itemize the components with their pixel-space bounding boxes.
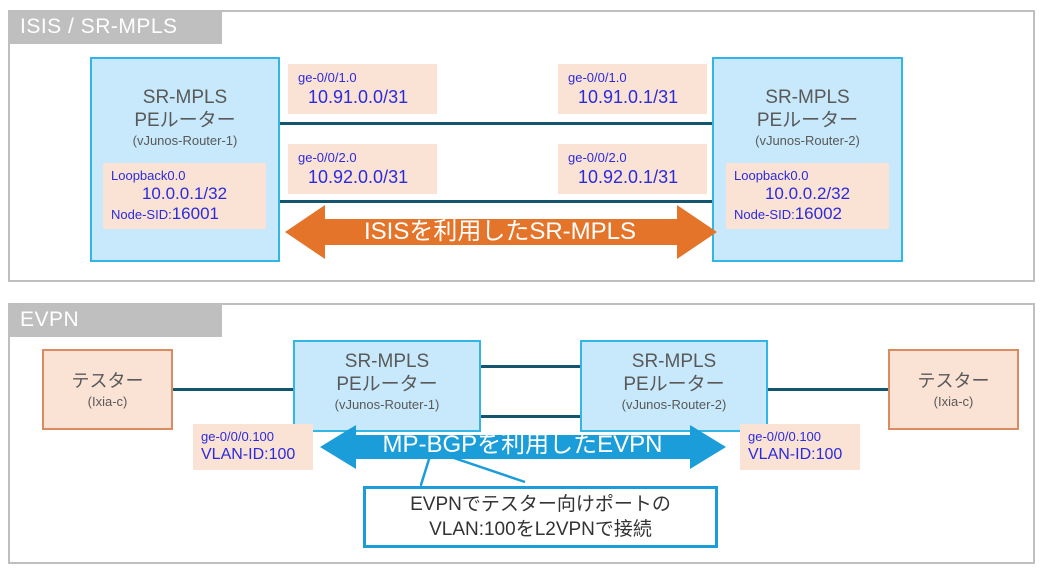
router-box-vjunos-router-1[interactable]: SR-MPLS PEルーター (vJunos-Router-1)	[90, 57, 280, 262]
link-evpn-core-upper	[479, 365, 582, 368]
loopback-1-ip: 10.0.0.1/32	[141, 184, 228, 203]
link-line-ge1	[278, 122, 714, 125]
interface-label-left-ge2: ge-0/0/2.0 10.92.0.0/31	[288, 144, 437, 194]
tester-box-right[interactable]: テスター (Ixia-c)	[888, 349, 1019, 430]
node-sid-2-label: Node-SID:	[734, 207, 795, 222]
interface-evpn-right-vlan: VLAN-ID:100	[748, 446, 843, 463]
loopback-info-router-2: Loopback0.0 10.0.0.2/32 Node-SID:16002	[726, 163, 889, 229]
interface-label-right-ge1: ge-0/0/1.0 10.91.0.1/31	[558, 64, 707, 114]
link-line-ge2	[278, 200, 714, 203]
tester-left-title: テスター	[71, 370, 144, 391]
interface-right-ge1-name: ge-0/0/1.0	[568, 70, 627, 85]
interface-label-evpn-right: ge-0/0/0.100 VLAN-ID:100	[740, 424, 860, 470]
router-2-hostname: (vJunos-Router-2)	[755, 133, 860, 148]
node-sid-1-label: Node-SID:	[111, 207, 172, 222]
interface-right-ge2-name: ge-0/0/2.0	[568, 150, 627, 165]
evpn-router-2-hostname: (vJunos-Router-2)	[621, 397, 727, 412]
router-1-hostname: (vJunos-Router-1)	[132, 133, 238, 148]
interface-label-left-ge1: ge-0/0/1.0 10.91.0.0/31	[288, 64, 437, 114]
interface-label-right-ge2: ge-0/0/2.0 10.92.0.1/31	[558, 144, 707, 194]
router-2-title: SR-MPLS	[765, 87, 850, 108]
evpn-router-1-subtitle: PEルーター	[336, 374, 438, 395]
link-evpn-core-lower	[479, 415, 582, 418]
evpn-router-1-hostname: (vJunos-Router-1)	[334, 397, 440, 412]
interface-right-ge2-ip: 10.92.0.1/31	[578, 167, 679, 187]
tester-right-model: (Ixia-c)	[933, 393, 974, 409]
panel-title-isis: ISIS / SR-MPLS	[8, 10, 222, 44]
interface-right-ge1-ip: 10.91.0.1/31	[578, 87, 679, 107]
evpn-router-1-title: SR-MPLS	[344, 351, 430, 372]
evpn-router-box-vjunos-router-1[interactable]: SR-MPLS PEルーター (vJunos-Router-1)	[293, 340, 481, 432]
callout-box-evpn-description: EVPNでテスター向けポートの VLAN:100をL2VPNで接続	[363, 486, 718, 548]
router-1-title: SR-MPLS	[142, 87, 228, 108]
isis-arrow-shape	[285, 205, 717, 259]
interface-evpn-left-vlan: VLAN-ID:100	[201, 446, 296, 463]
tester-right-title: テスター	[917, 370, 990, 391]
interface-left-ge2-name: ge-0/0/2.0	[298, 150, 357, 165]
evpn-router-2-title: SR-MPLS	[631, 351, 717, 372]
node-sid-1-value: 16001	[171, 204, 219, 223]
evpn-router-2-subtitle: PEルーター	[623, 374, 725, 395]
evpn-router-box-vjunos-router-2[interactable]: SR-MPLS PEルーター (vJunos-Router-2)	[580, 340, 768, 432]
router-2-subtitle: PEルーター	[756, 110, 859, 131]
callout-leader-shape	[418, 454, 526, 489]
tester-left-model: (Ixia-c)	[87, 393, 128, 409]
loopback-1-name: Loopback0.0	[111, 168, 186, 183]
tester-box-left[interactable]: テスター (Ixia-c)	[42, 349, 173, 430]
panel-title-evpn: EVPN	[8, 303, 222, 337]
callout-line-1: EVPNでテスター向けポートの	[410, 494, 671, 515]
router-box-vjunos-router-2[interactable]: SR-MPLS PEルーター (vJunos-Router-2)	[712, 57, 903, 262]
interface-left-ge1-ip: 10.91.0.0/31	[308, 87, 409, 107]
loopback-1-sid: Node-SID:16001	[111, 204, 258, 224]
loopback-2-sid: Node-SID:16002	[734, 204, 881, 224]
loopback-info-router-1: Loopback0.0 10.0.0.1/32 Node-SID:16001	[103, 163, 266, 229]
evpn-arrow-shape	[320, 425, 726, 469]
router-1-subtitle: PEルーター	[134, 110, 236, 131]
callout-leader-lines	[418, 454, 620, 495]
interface-label-evpn-left: ge-0/0/0.100 VLAN-ID:100	[193, 424, 313, 470]
loopback-2-name: Loopback0.0	[734, 168, 809, 183]
evpn-double-arrow	[320, 424, 726, 475]
interface-left-ge1-name: ge-0/0/1.0	[298, 70, 357, 85]
node-sid-2-value: 16002	[794, 204, 842, 223]
interface-evpn-right-name: ge-0/0/0.100	[748, 429, 822, 444]
callout-line-2: VLAN:100をL2VPNで接続	[429, 519, 652, 540]
link-tester-left-to-router1	[173, 388, 295, 391]
loopback-2-ip: 10.0.0.2/32	[764, 184, 851, 203]
interface-evpn-left-name: ge-0/0/0.100	[201, 429, 275, 444]
link-router2-to-tester-right	[766, 388, 890, 391]
interface-left-ge2-ip: 10.92.0.0/31	[308, 167, 409, 187]
isis-double-arrow	[285, 203, 717, 266]
